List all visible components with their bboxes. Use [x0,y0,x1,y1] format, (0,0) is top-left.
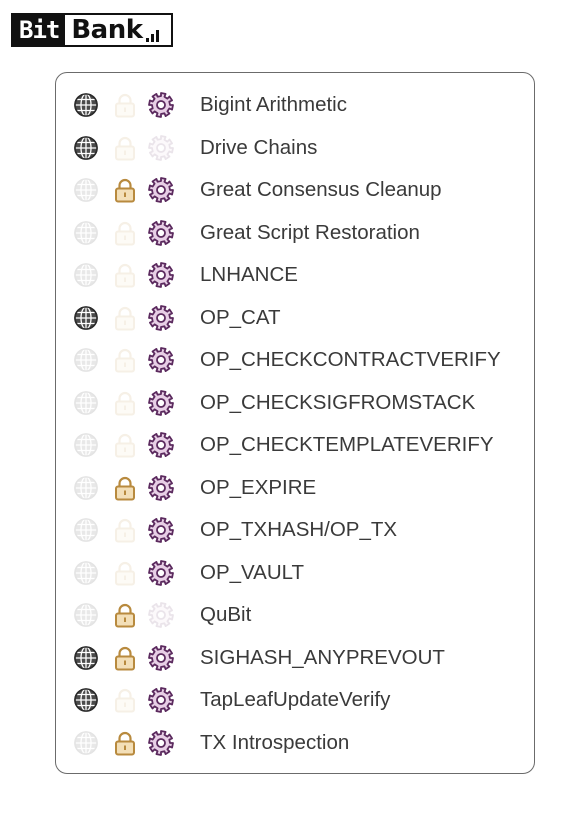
globe-icon [73,645,99,671]
lock-icon [112,390,138,416]
globe-icon [73,730,99,756]
lock-icon [112,92,138,118]
gear-icon [148,644,174,671]
list-item-label: SIGHASH_ANYPREVOUT [200,645,445,669]
list-item-label: OP_TXHASH/OP_TX [200,518,398,541]
proposals-list-card: Bigint Arithmetic Drive Chains [55,72,535,774]
globe-icon [73,347,99,373]
gear-icon [148,474,174,501]
lock-icon [112,602,138,628]
list-item[interactable]: TX Introspection [56,722,534,764]
globe-icon [73,687,99,713]
gear-icon [148,219,174,246]
globe-icon [73,602,99,628]
list-item-label: Great Script Restoration [200,220,420,244]
gear-icon [148,432,174,458]
gear-icon [148,517,174,543]
globe-icon [73,560,99,586]
globe-icon [73,177,99,203]
logo-bit-text: Bit [13,15,66,45]
lock-icon [112,220,138,246]
list-item[interactable]: Great Script Restoration [56,212,534,254]
lock-icon [112,432,138,458]
list-item-label: OP_VAULT [200,560,305,584]
lock-icon [112,475,138,501]
list-item-label: LNHANCE [200,263,298,286]
list-item-label: OP_CHECKTEMPLATEVERIFY [200,433,494,456]
list-item[interactable]: SIGHASH_ANYPREVOUT [56,637,534,679]
gear-icon [148,687,174,713]
list-item[interactable]: OP_TXHASH/OP_TX [56,509,534,551]
gear-icon [148,262,174,288]
list-item[interactable]: OP_CHECKTEMPLATEVERIFY [56,424,534,466]
list-item-label: Drive Chains [200,135,318,159]
gear-icon [148,92,174,118]
bitbank-logo[interactable]: Bit Bank [11,13,173,47]
list-item[interactable]: OP_EXPIRE [56,467,534,509]
list-item-label: QuBit [200,603,252,626]
list-item[interactable]: Great Consensus Cleanup [56,169,534,211]
gear-icon [148,347,174,373]
gear-icon [148,177,174,203]
list-item-label: Great Consensus Cleanup [200,178,442,201]
gear-icon [148,729,174,756]
globe-icon [73,262,99,288]
list-item[interactable]: TapLeafUpdateVerify [56,679,534,721]
lock-icon [112,687,138,713]
list-item[interactable]: OP_CHECKCONTRACTVERIFY [56,339,534,381]
lock-icon [112,305,138,331]
globe-icon [73,517,99,543]
globe-icon [73,92,99,118]
list-item[interactable]: OP_CAT [56,297,534,339]
logo-bank-text: Bank [71,15,143,45]
globe-icon [73,432,99,458]
globe-icon [73,475,99,501]
globe-icon [73,135,99,161]
list-item-label: TX Introspection [200,730,350,754]
globe-icon [73,390,99,416]
lock-icon [112,177,138,203]
list-item-label: OP_EXPIRE [200,475,317,499]
list-item-label: OP_CHECKCONTRACTVERIFY [200,348,501,371]
gear-icon [148,134,174,161]
globe-icon [73,220,99,246]
lock-icon [112,730,138,756]
globe-icon [73,305,99,331]
gear-icon [148,389,174,416]
list-item-label: OP_CAT [200,305,281,329]
list-item-label: TapLeafUpdateVerify [200,688,391,711]
list-item[interactable]: OP_CHECKSIGFROMSTACK [56,382,534,424]
list-item-label: Bigint Arithmetic [200,93,347,116]
signal-bars-icon [145,18,159,42]
list-item[interactable]: OP_VAULT [56,552,534,594]
list-item[interactable]: Drive Chains [56,127,534,169]
lock-icon [112,347,138,373]
lock-icon [112,560,138,586]
gear-icon [148,559,174,586]
lock-icon [112,517,138,543]
list-item[interactable]: QuBit [56,594,534,636]
lock-icon [112,645,138,671]
gear-icon [148,304,174,331]
list-item-label: OP_CHECKSIGFROMSTACK [200,390,476,414]
gear-icon [148,602,174,628]
list-item[interactable]: LNHANCE [56,254,534,296]
lock-icon [112,135,138,161]
list-item[interactable]: Bigint Arithmetic [56,84,534,126]
lock-icon [112,262,138,288]
